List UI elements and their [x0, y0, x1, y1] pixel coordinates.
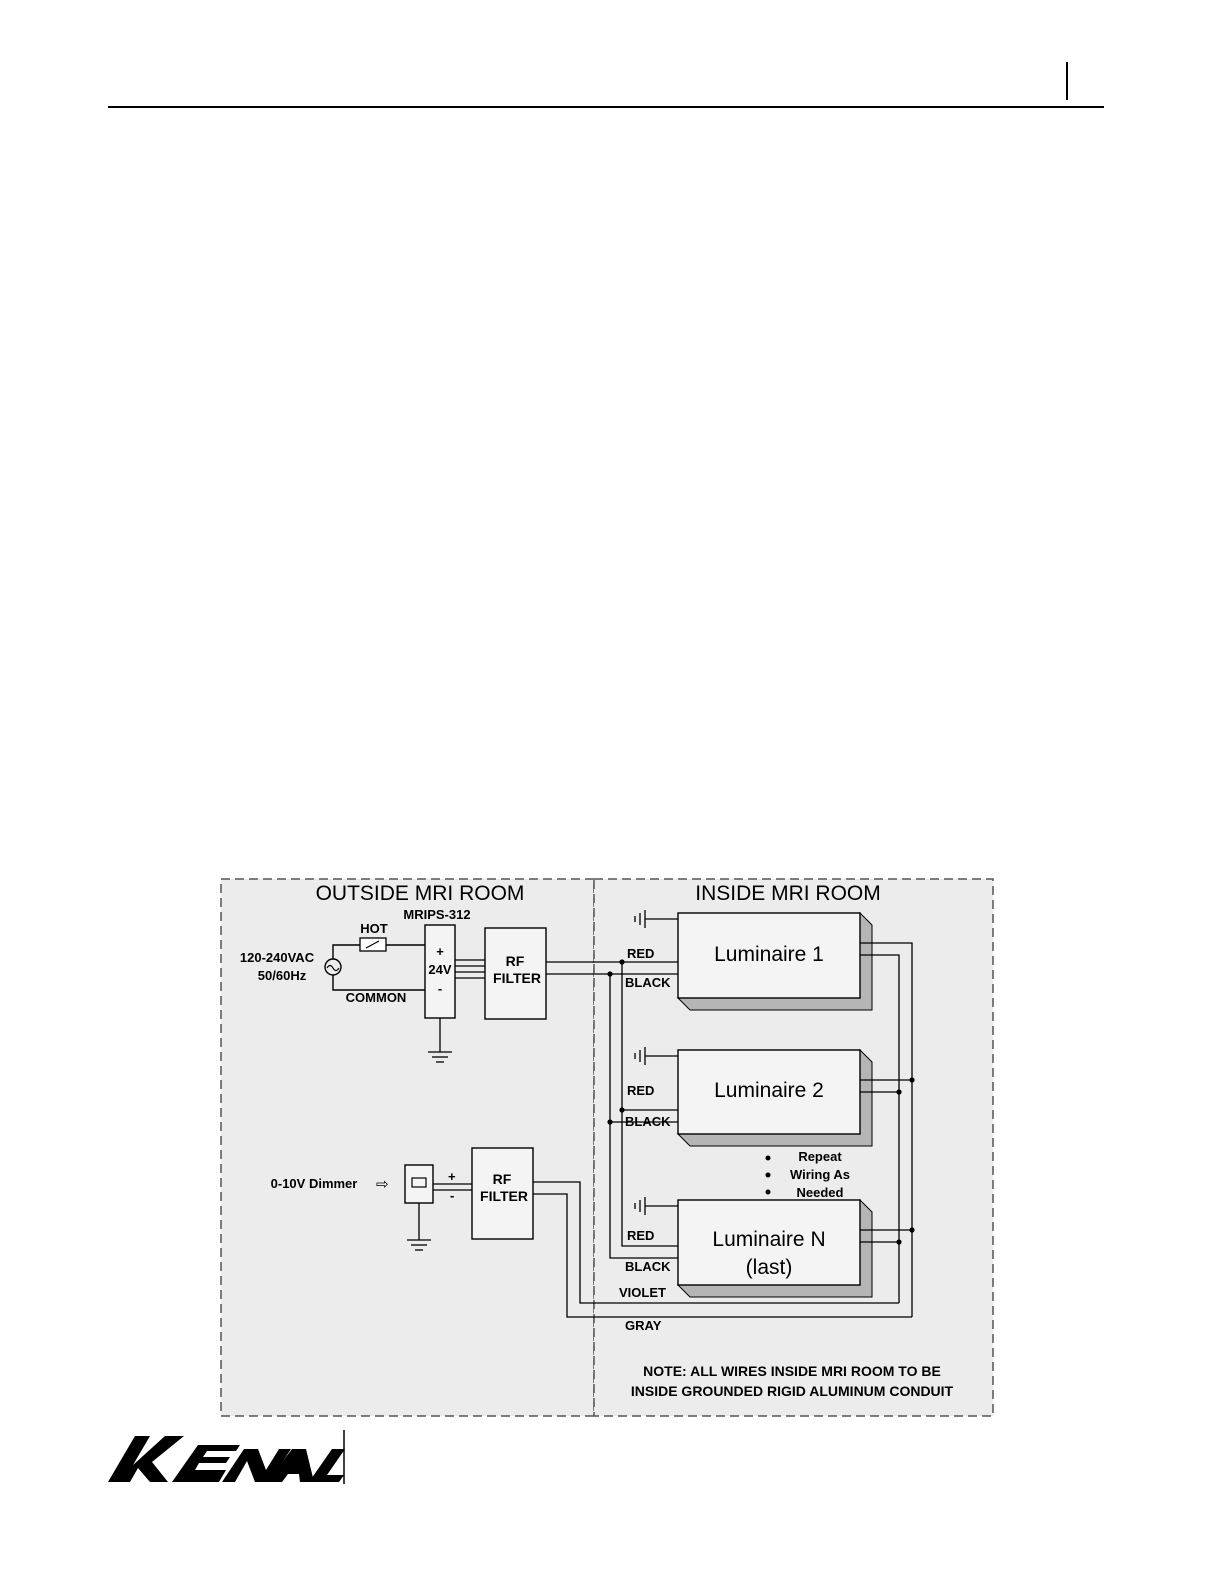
power-supply-minus: -: [438, 981, 442, 996]
repeat-dots: [765, 1155, 771, 1195]
power-supply-voltage: 24V: [428, 962, 451, 977]
header-tick: [1066, 62, 1068, 100]
power-supply-ground-icon: [428, 1018, 452, 1063]
repeat-note-line-2: Wiring As: [790, 1167, 850, 1182]
dimmer-minus: -: [450, 1188, 454, 1203]
luminaire-2: Luminaire 2: [676, 1048, 873, 1147]
dimmer-label: 0-10V Dimmer: [271, 1176, 358, 1191]
dimmer-to-filter-wires: [433, 1183, 472, 1191]
power-rf-filter-label-1: RF: [506, 953, 525, 969]
outside-zone-title: OUTSIDE MRI ROOM: [316, 882, 525, 905]
ac-input-voltage: 120-240VAC: [240, 950, 315, 965]
dimmer-rf-filter-label-2: FILTER: [480, 1188, 528, 1204]
luminaire-2-ground-icon: [634, 1047, 678, 1065]
conduit-note-line-2: INSIDE GROUNDED RIGID ALUMINUM CONDUIT: [631, 1383, 954, 1399]
repeat-note-line-3: Needed: [797, 1185, 844, 1200]
violet-wire-label: VIOLET: [619, 1285, 666, 1300]
supply-to-filter-wires: [455, 959, 485, 979]
conduit-note-line-1: NOTE: ALL WIRES INSIDE MRI ROOM TO BE: [643, 1363, 941, 1379]
luminaire-1-name: Luminaire 1: [714, 943, 824, 966]
luminaire-2-red-label: RED: [627, 1083, 654, 1098]
luminaire-1-red-label: RED: [627, 946, 654, 961]
luminaire-1: Luminaire 1: [676, 911, 873, 1011]
dimmer-rf-filter-box: [471, 1147, 534, 1240]
ac-input-frequency: 50/60Hz: [258, 968, 307, 983]
luminaire-2-black-label: BLACK: [625, 1114, 671, 1129]
dimmer-plus: +: [448, 1169, 456, 1184]
dimmer-output-wires: [533, 1181, 912, 1318]
dim-bus-wires: [860, 942, 913, 1317]
luminaire-1-ground-icon: [634, 910, 678, 928]
hot-label: HOT: [360, 921, 388, 936]
luminaire-n-red-label: RED: [627, 1228, 654, 1243]
power-supply-plus: +: [436, 944, 444, 959]
power-bus-wires: [546, 961, 682, 1259]
dimmer-rf-filter-label-1: RF: [493, 1171, 512, 1187]
ac-wiring: [332, 944, 425, 991]
hot-switch-blade: [365, 940, 380, 949]
ac-wave-icon: [326, 964, 340, 972]
power-rf-filter-label-2: FILTER: [493, 970, 541, 986]
dimmer-arrow-icon: ⇨: [376, 1176, 389, 1193]
luminaire-n-name: Luminaire N: [712, 1228, 825, 1251]
dimmer-ground-icon: [407, 1203, 431, 1251]
common-label: COMMON: [346, 990, 407, 1005]
inside-zone-title: INSIDE MRI ROOM: [695, 882, 881, 905]
luminaire-n-sub: (last): [746, 1256, 793, 1279]
repeat-note-line-1: Repeat: [798, 1149, 842, 1164]
dimmer-box: [404, 1164, 434, 1204]
luminaire-n: Luminaire N (last): [676, 1198, 873, 1298]
kenall-logo: [108, 1436, 345, 1482]
luminaire-1-black-label: BLACK: [625, 975, 671, 990]
luminaire-n-black-label: BLACK: [625, 1259, 671, 1274]
luminaire-2-name: Luminaire 2: [714, 1079, 824, 1102]
dim-bus-junctions: [896, 1077, 915, 1245]
power-bus-junctions: [607, 959, 625, 1125]
luminaire-n-ground-icon: [634, 1197, 678, 1215]
header-rule: [108, 106, 1104, 108]
gray-wire-label: GRAY: [625, 1318, 662, 1333]
power-supply-model: MRIPS-312: [403, 907, 470, 922]
dimmer-slider-icon: [411, 1177, 427, 1188]
